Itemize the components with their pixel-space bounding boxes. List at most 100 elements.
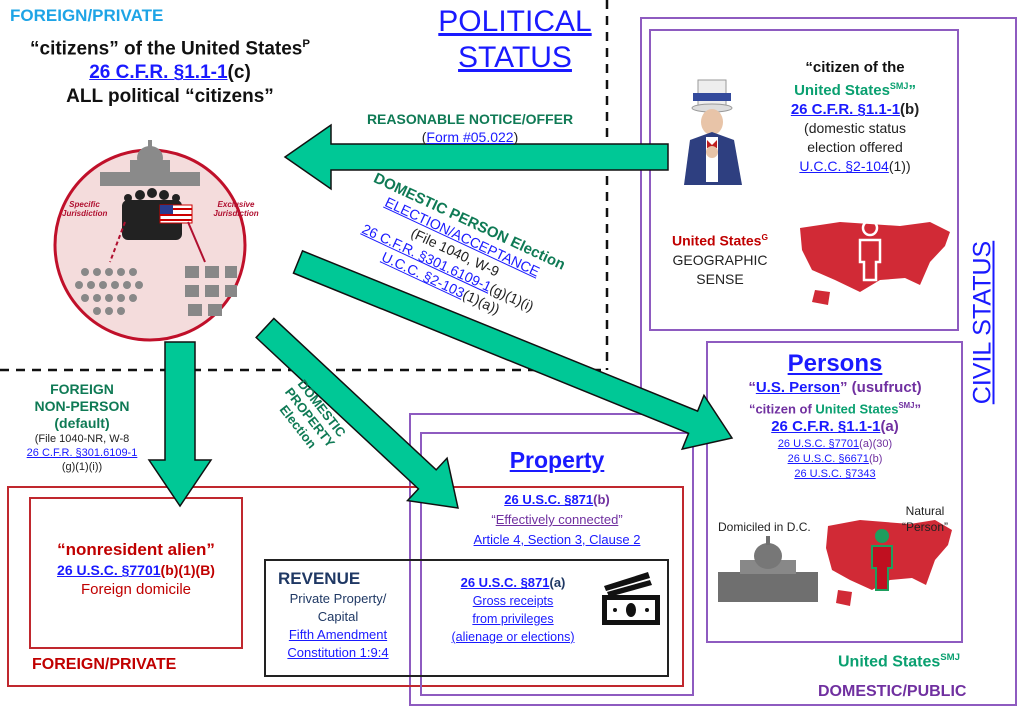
constitution-link[interactable]: Constitution 1:9:4 — [287, 645, 389, 660]
crowd-icons — [75, 266, 237, 316]
dc-capitol-image — [718, 536, 818, 602]
status-word: STATUS — [458, 41, 572, 74]
usufruct-text: ” (usufruct) — [840, 379, 922, 396]
citizen-of-the: “citizen of the — [805, 59, 905, 76]
note-line: (domestic status — [804, 120, 906, 136]
non-person-word: NON-PERSON — [34, 398, 130, 414]
form-05-022-link[interactable]: Form #05.022 — [426, 129, 514, 145]
geographic-sense-block: United StatesG GEOGRAPHIC SENSE — [655, 228, 785, 289]
exclusive-jurisdiction-label: Exclusive Jurisdiction — [213, 200, 259, 218]
ucc-2-104-link[interactable]: U.C.C. §2-104 — [799, 158, 889, 174]
domiciled-in-dc: Domiciled in D.C. — [718, 520, 811, 534]
usc-6671-link[interactable]: 26 U.S.C. §6671 — [787, 453, 869, 466]
cfr-1-1-1-c-link[interactable]: 26 C.F.R. §1.1-1 — [89, 62, 228, 84]
natural-person-icon — [871, 529, 893, 591]
quote: “ — [748, 379, 756, 396]
citizen-of-united-states-block: “citizen of the United StatesSMJ” 26 C.F… — [760, 58, 950, 176]
quote: ” — [914, 401, 922, 417]
political-citizens-heading: “citizens” of the United StatesP 26 C.F.… — [10, 32, 330, 109]
usc-7701-b-link[interactable]: 26 U.S.C. §7701 — [57, 562, 161, 578]
notice-title: REASONABLE NOTICE/OFFER — [366, 111, 574, 127]
property-title[interactable]: Property — [509, 447, 605, 473]
persons-box-frame — [706, 341, 963, 643]
domestic-public-label: DOMESTIC/PUBLIC — [818, 683, 967, 700]
offer-arrow — [283, 123, 669, 191]
us-person-link[interactable]: U.S. Person — [755, 379, 841, 396]
nra-box-frame — [29, 497, 243, 649]
effectively-connected-link[interactable]: Effectively connected — [495, 512, 619, 527]
person-word: “Person” — [901, 520, 948, 534]
cite-suffix: (a)(30) — [859, 438, 893, 451]
cite-suffix: (b) — [868, 453, 883, 466]
property-box-frame — [420, 432, 694, 696]
citizens-text: “citizens” of the United States — [30, 38, 303, 60]
default-word: (default) — [54, 415, 110, 431]
gross-receipts-block: 26 U.S.C. §871(a) Gross receipts from pr… — [428, 574, 598, 646]
property-block: 26 U.S.C. §871(b) “Effectively connected… — [421, 490, 693, 550]
united-states-g: United States — [672, 232, 762, 249]
revenue-box-frame — [264, 559, 669, 677]
specific-jurisdiction-label: Specific Jurisdiction — [62, 200, 108, 218]
united-states-smj-label: United StatesSMJ — [838, 652, 960, 671]
citizen-of-text: “citizen of — [748, 401, 816, 417]
fifth-amendment-link[interactable]: Fifth Amendment — [288, 627, 388, 642]
paren: ( — [421, 129, 427, 145]
cite-suffix: (g)(1)(i)) — [61, 461, 103, 473]
gross-receipts-link[interactable]: Gross receipts — [472, 594, 554, 608]
cfr-1-1-1-b-link[interactable]: 26 C.F.R. §1.1-1 — [790, 101, 901, 118]
foreign-private-frame — [7, 486, 684, 687]
civil-status-heading[interactable]: CIVIL STATUS — [968, 240, 997, 405]
foreign-domicile: Foreign domicile — [80, 581, 192, 598]
superscript: P — [302, 38, 310, 50]
cite-suffix: (b)(1)(B) — [160, 562, 215, 578]
foreign-word: FOREIGN — [50, 381, 114, 397]
flag-icon — [159, 204, 193, 224]
note-line: election offered — [807, 139, 903, 155]
natural-person-label: Natural “Person” — [890, 503, 960, 535]
foreign-default-arrow — [147, 341, 213, 508]
all-political-citizens: ALL political “citizens” — [66, 86, 274, 108]
capitol-icon — [100, 140, 200, 186]
cite-suffix: (c) — [227, 62, 251, 84]
file-forms: (File 1040-NR, W-8 — [34, 433, 130, 445]
foreign-private-top-label: FOREIGN/PRIVATE — [10, 6, 164, 25]
government-circle — [53, 140, 247, 342]
usc-7701-link[interactable]: 26 U.S.C. §7701 — [777, 438, 860, 451]
cite-suffix: (b) — [900, 101, 920, 118]
revenue-block: REVENUE Private Property/ Capital Fifth … — [268, 568, 408, 662]
sense-word: SENSE — [696, 270, 744, 287]
cfr-1-1-1-a-link[interactable]: 26 C.F.R. §1.1-1 — [771, 418, 881, 436]
reasonable-notice: REASONABLE NOTICE/OFFER (Form #05.022) — [330, 110, 610, 146]
superscript: SMJ — [898, 401, 915, 410]
paren: ) — [513, 129, 519, 145]
article-4-link[interactable]: Article 4, Section 3, Clause 2 — [473, 532, 641, 547]
usc-871-b-link[interactable]: 26 U.S.C. §871 — [504, 492, 594, 507]
superscript: SMJ — [889, 81, 909, 91]
cite-suffix: (a) — [549, 575, 566, 590]
uncle-sam-image — [684, 79, 742, 185]
from-privileges-link[interactable]: from privileges — [472, 612, 554, 626]
foreign-private-bottom-label: FOREIGN/PRIVATE — [32, 656, 177, 673]
alienage-link[interactable]: (alienage or elections) — [451, 630, 575, 644]
natural-word: Natural — [905, 504, 945, 518]
foreign-non-person: FOREIGN NON-PERSON (default) (File 1040-… — [2, 381, 162, 474]
persons-block: Persons “U.S. Person” (usufruct) “citize… — [710, 350, 960, 482]
nra-title: “nonresident alien” — [57, 540, 215, 559]
superscript: G — [761, 232, 768, 242]
persons-title[interactable]: Persons — [787, 350, 883, 377]
united-states-text: United States — [838, 653, 941, 671]
money-icon — [602, 572, 660, 625]
cite-suffix: (b) — [593, 492, 610, 507]
cfr-301-6109-1-link[interactable]: 26 C.F.R. §301.6109-1 — [26, 447, 138, 459]
geographic-word: GEOGRAPHIC — [672, 251, 768, 268]
nonresident-alien-block: “nonresident alien” 26 U.S.C. §7701(b)(1… — [30, 540, 242, 600]
political-status-heading[interactable]: POLITICAL STATUS — [430, 4, 600, 76]
private-property-text: Private Property/ — [289, 591, 387, 606]
person-figure-outline-icon — [858, 219, 882, 282]
usc-871-a-link[interactable]: 26 U.S.C. §871 — [460, 575, 550, 590]
domestic-property-arrow — [255, 317, 459, 509]
superscript: SMJ — [940, 652, 960, 663]
united-states-text: United States — [794, 82, 890, 99]
capital-text: Capital — [317, 609, 359, 624]
usc-7343-link[interactable]: 26 U.S.C. §7343 — [794, 468, 876, 481]
